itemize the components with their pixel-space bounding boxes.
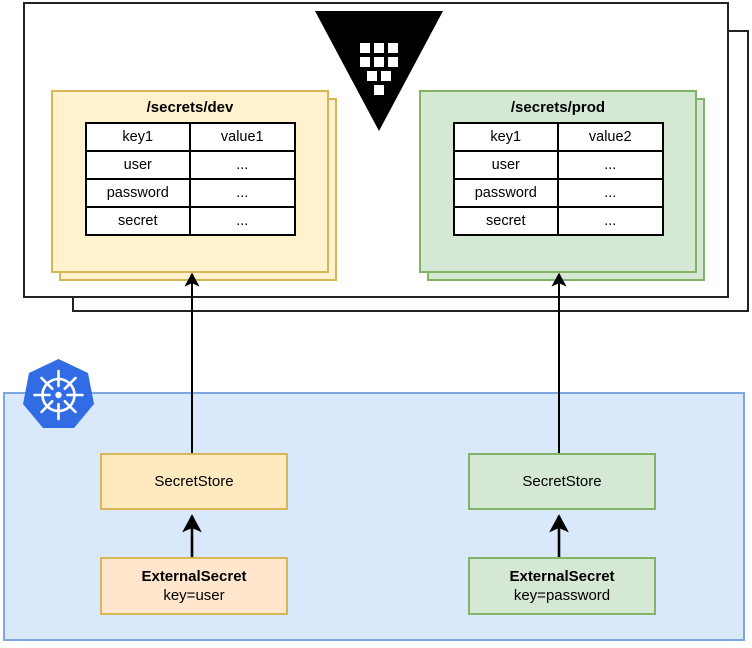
table-cell-value: ...: [189, 150, 296, 180]
external-secret-box-dev[interactable]: ExternalSecret key=user: [100, 557, 288, 615]
table-row: password ...: [84, 178, 296, 208]
external-secret-detail-prod: key=password: [513, 587, 611, 604]
secret-table-prod: key1 value2 user ... password ... secret…: [452, 122, 664, 236]
table-cell-value: ...: [557, 178, 664, 208]
table-row: user ...: [452, 150, 664, 180]
secret-store-label-dev: SecretStore: [154, 473, 234, 490]
table-cell-key: key1: [452, 122, 559, 152]
table-row: secret ...: [452, 206, 664, 236]
secret-store-label-prod: SecretStore: [522, 473, 602, 490]
table-cell-key: password: [452, 178, 559, 208]
table-row: user ...: [84, 150, 296, 180]
table-row: password ...: [452, 178, 664, 208]
table-cell-value: ...: [557, 150, 664, 180]
table-row: key1 value2: [452, 122, 664, 152]
table-cell-key: key1: [84, 122, 191, 152]
table-row: secret ...: [84, 206, 296, 236]
table-cell-value: value1: [189, 122, 296, 152]
table-cell-key: password: [84, 178, 191, 208]
external-secret-label-dev: ExternalSecret: [141, 568, 247, 585]
table-cell-key: user: [452, 150, 559, 180]
kubernetes-logo: [22, 358, 95, 431]
table-cell-value: value2: [557, 122, 664, 152]
secret-path-card-dev: /secrets/dev key1 value1 user ... passwo…: [51, 90, 341, 285]
secret-path-title-dev: /secrets/dev: [146, 99, 234, 116]
table-cell-key: user: [84, 150, 191, 180]
external-secret-label-prod: ExternalSecret: [509, 568, 615, 585]
secret-path-card-prod-front: /secrets/prod key1 value2 user ... passw…: [419, 90, 697, 273]
vault-logo: [313, 8, 445, 133]
secret-path-card-prod: /secrets/prod key1 value2 user ... passw…: [419, 90, 709, 285]
table-cell-key: secret: [452, 206, 559, 236]
secret-store-box-prod[interactable]: SecretStore: [468, 453, 656, 510]
table-cell-value: ...: [557, 206, 664, 236]
table-row: key1 value1: [84, 122, 296, 152]
table-cell-key: secret: [84, 206, 191, 236]
secret-table-dev: key1 value1 user ... password ... secret…: [84, 122, 296, 236]
external-secret-detail-dev: key=user: [163, 587, 225, 604]
table-cell-value: ...: [189, 206, 296, 236]
secret-path-title-prod: /secrets/prod: [510, 99, 606, 116]
secret-path-card-dev-front: /secrets/dev key1 value1 user ... passwo…: [51, 90, 329, 273]
external-secret-box-prod[interactable]: ExternalSecret key=password: [468, 557, 656, 615]
secret-store-box-dev[interactable]: SecretStore: [100, 453, 288, 510]
table-cell-value: ...: [189, 178, 296, 208]
